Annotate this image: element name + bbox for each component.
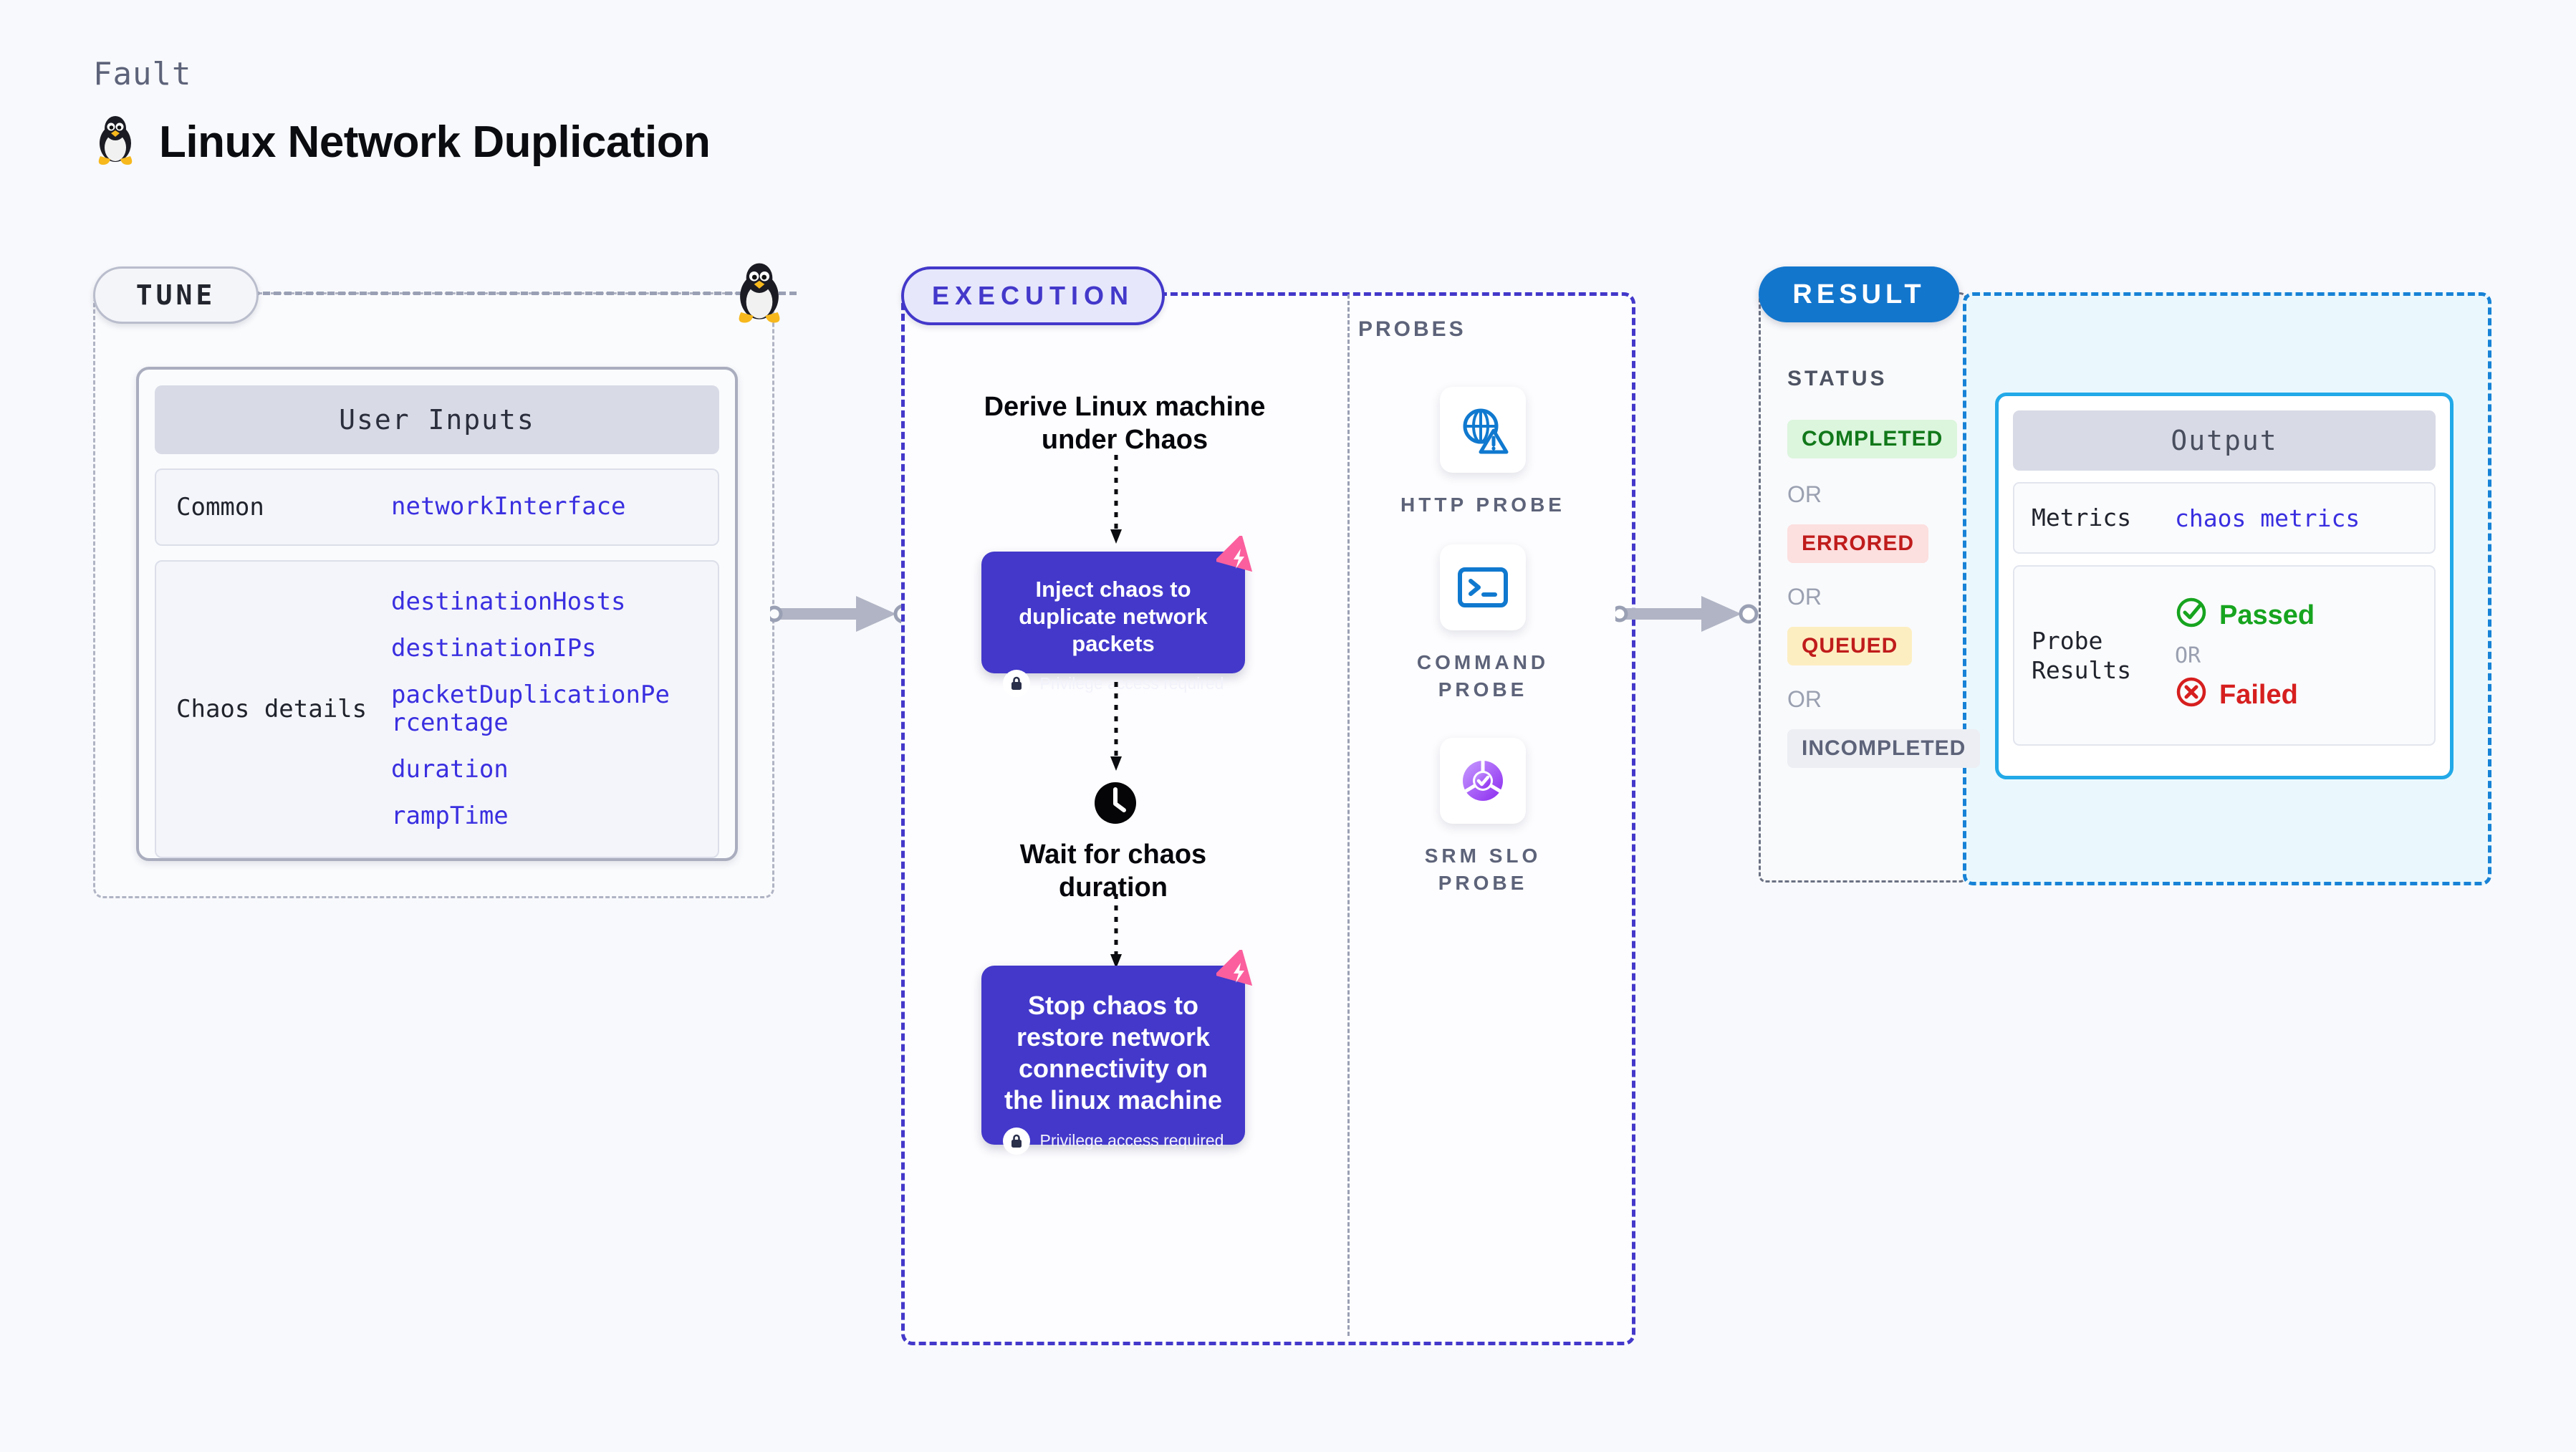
derive-step-label: Derive Linux machine under Chaos	[984, 392, 1266, 456]
privilege-note-text: Privilege access required	[1039, 1131, 1224, 1150]
tune-to-execution-dashed-line	[252, 292, 797, 295]
execution-to-result-arrow	[1611, 593, 1759, 635]
arrow-wait-to-stop	[1109, 894, 1123, 976]
or-separator: OR	[1787, 481, 1822, 507]
probe-label: SRM SLO PROBE	[1424, 845, 1542, 894]
input-value[interactable]: destinationIPs	[391, 633, 597, 663]
probe-label: HTTP PROBE	[1400, 494, 1565, 516]
lock-icon	[1002, 1127, 1030, 1155]
stop-chaos-card[interactable]: Stop chaos to restore network connectivi…	[981, 948, 1253, 1155]
check-circle-icon	[2175, 596, 2208, 636]
status-section-label: STATUS	[1787, 367, 1888, 390]
probe-verdict-failed: Failed	[2175, 675, 2315, 716]
tune-pill-label: TUNE	[93, 266, 259, 324]
output-row-metrics: Metrics chaos metrics	[2013, 482, 2436, 554]
user-inputs-title: User Inputs	[155, 385, 719, 454]
privilege-note: Privilege access required	[997, 1127, 1229, 1155]
output-card: Output Metrics chaos metrics Probe Resul…	[1995, 393, 2454, 779]
output-metrics-value[interactable]: chaos metrics	[2175, 504, 2360, 532]
probe-verdict-failed-label: Failed	[2219, 680, 2298, 710]
clock-icon	[1093, 781, 1138, 825]
input-value[interactable]: destinationHosts	[391, 587, 626, 616]
globe-warning-icon	[1440, 387, 1526, 473]
probe-verdict-passed: Passed	[2175, 596, 2315, 636]
probes-divider	[1347, 294, 1350, 1336]
linux-penguin-icon	[93, 115, 138, 169]
probe-label: COMMAND PROBE	[1416, 651, 1549, 701]
arrow-inject-to-wait	[1109, 682, 1123, 778]
output-row-probe-results: Probe Results Passed OR	[2013, 565, 2436, 746]
output-row-key: Probe Results	[2032, 626, 2132, 684]
output-row-key: Metrics	[2032, 504, 2132, 532]
chaos-marker-icon	[1214, 948, 1261, 994]
input-row-common: Common networkInterface	[155, 468, 719, 546]
probes-section-label: PROBES	[1358, 317, 1466, 341]
input-value[interactable]: networkInterface	[391, 492, 626, 521]
wait-step-label: Wait for chaos duration	[1019, 840, 1207, 903]
input-value[interactable]: duration	[391, 755, 509, 784]
privilege-note: Privilege access required	[996, 670, 1231, 698]
page-title: Linux Network Duplication	[159, 117, 711, 167]
probe-verdict-passed-label: Passed	[2219, 600, 2315, 630]
status-badge-errored: ERRORED	[1787, 524, 1929, 563]
lock-icon	[1002, 670, 1030, 698]
linux-penguin-icon	[732, 261, 787, 333]
x-circle-icon	[2175, 675, 2208, 716]
status-badge-completed: COMPLETED	[1787, 420, 1958, 458]
fault-eyebrow-label: Fault	[93, 56, 192, 92]
or-separator: OR	[2175, 643, 2201, 668]
execution-pill-label: EXECUTION	[901, 266, 1165, 325]
probe-http[interactable]: HTTP PROBE	[1383, 387, 1583, 519]
privilege-note-text: Privilege access required	[1039, 673, 1224, 693]
terminal-icon	[1440, 544, 1526, 630]
slo-donut-check-icon	[1440, 738, 1526, 824]
status-badge-incompleted: INCOMPLETED	[1787, 729, 1981, 768]
user-inputs-card: User Inputs Common networkInterface Chao…	[136, 367, 738, 861]
result-status-region	[1759, 292, 1967, 883]
input-row-key: Chaos details	[176, 694, 367, 723]
tune-to-execution-arrow	[766, 593, 913, 635]
input-row-chaos-details: Chaos details destinationHosts destinati…	[155, 560, 719, 858]
or-separator: OR	[1787, 686, 1822, 712]
input-value[interactable]: packetDuplicationPercentage	[391, 680, 670, 737]
probe-command[interactable]: COMMAND PROBE	[1383, 544, 1583, 703]
output-title: Output	[2013, 410, 2436, 471]
status-badge-queued: QUEUED	[1787, 627, 1913, 665]
or-separator: OR	[1787, 584, 1822, 610]
chaos-marker-icon	[1214, 534, 1261, 580]
result-pill-label: RESULT	[1759, 266, 1959, 322]
probe-srm-slo[interactable]: SRM SLO PROBE	[1383, 738, 1583, 897]
arrow-derive-to-inject	[1109, 455, 1123, 551]
inject-chaos-text: Inject chaos to duplicate network packet…	[1019, 577, 1208, 656]
input-row-key: Common	[176, 492, 264, 521]
inject-chaos-card[interactable]: Inject chaos to duplicate network packet…	[981, 534, 1253, 698]
page-title-row: Linux Network Duplication	[93, 115, 711, 169]
stop-chaos-text: Stop chaos to restore network connectivi…	[1004, 991, 1223, 1115]
input-value[interactable]: rampTime	[391, 802, 509, 831]
